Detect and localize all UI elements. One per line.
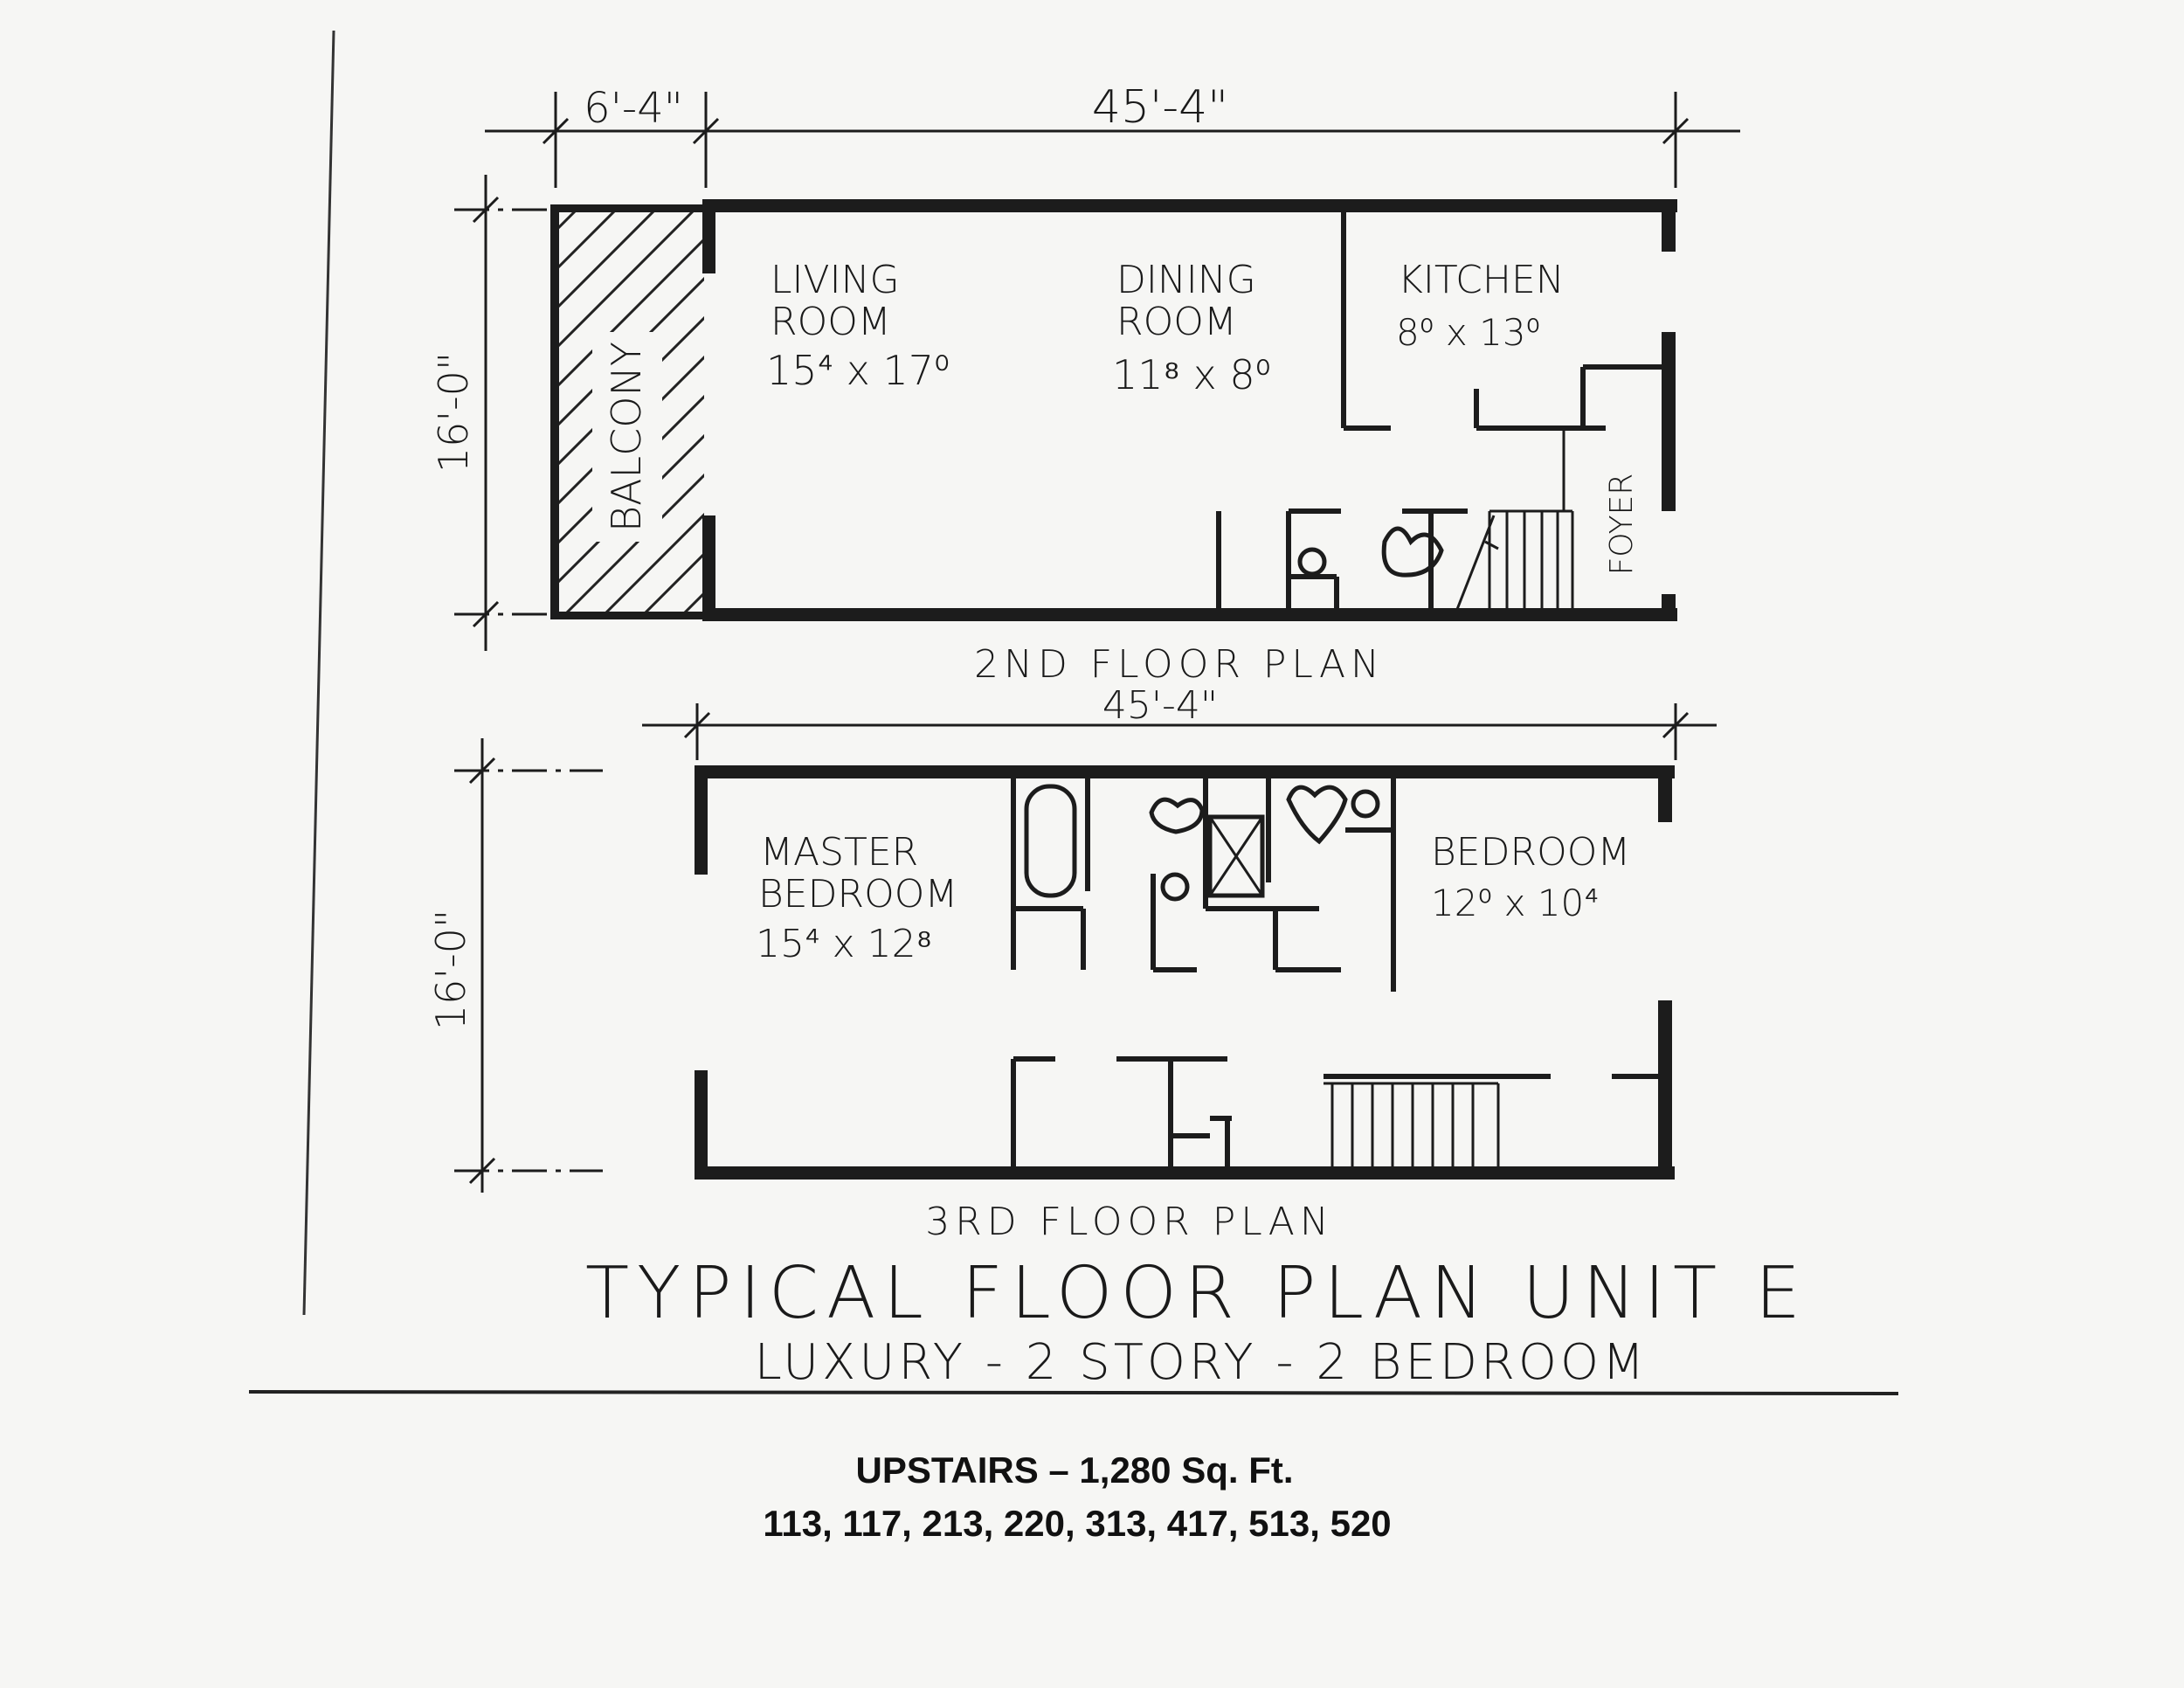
master-bedroom-size: 15⁴ x 12⁸ bbox=[756, 922, 932, 966]
second-floor-walls bbox=[702, 199, 1677, 621]
dining-room: DINING ROOM 11⁸ x 8⁰ bbox=[1112, 258, 1271, 398]
third-overall-width-dimension: 45'-4" bbox=[1102, 683, 1218, 728]
living-room-name: LIVING bbox=[771, 258, 900, 302]
bathroom-fixtures bbox=[1024, 784, 1380, 902]
dining-room-size: 11⁸ x 8⁰ bbox=[1112, 351, 1271, 398]
depth-dimension: 16'-0" bbox=[430, 352, 477, 473]
powder-room-fixtures bbox=[1297, 526, 1444, 578]
kitchen: KITCHEN 8⁰ x 13⁰ bbox=[1396, 258, 1565, 354]
third-floor-label: 3RD FLOOR PLAN bbox=[925, 1200, 1334, 1244]
second-floor-stairs bbox=[1453, 428, 1574, 617]
dining-room-name-2: ROOM bbox=[1116, 300, 1237, 344]
unit-numbers-text: 113, 117, 213, 220, 313, 417, 513, 520 bbox=[763, 1503, 1391, 1544]
second-floor-plan: 6'-4" 45'-4" 16'-0" bbox=[430, 81, 1740, 687]
balcony-label: BALCONY bbox=[603, 342, 650, 532]
drawing-subtitle: LUXURY - 2 STORY - 2 BEDROOM bbox=[755, 1334, 1648, 1391]
top-dimension-line bbox=[485, 92, 1740, 188]
master-bedroom: MASTER BEDROOM 15⁴ x 12⁸ bbox=[756, 830, 957, 966]
third-top-dimension-line bbox=[642, 703, 1717, 760]
bedroom-name: BEDROOM bbox=[1431, 830, 1630, 875]
master-bedroom-name-2: BEDROOM bbox=[758, 872, 957, 917]
balcony-area bbox=[550, 204, 708, 619]
kitchen-name: KITCHEN bbox=[1398, 258, 1565, 302]
depth-dimension-line bbox=[454, 175, 550, 651]
upstairs-area-text: UPSTAIRS – 1,280 Sq. Ft. bbox=[855, 1449, 1293, 1491]
foyer-label: FOYER bbox=[1604, 474, 1640, 576]
third-floor-walls bbox=[695, 765, 1675, 1180]
third-floor-plan: 45'-4" 16'-0" bbox=[427, 683, 1717, 1244]
third-depth-dimension-line bbox=[454, 738, 603, 1193]
living-room: LIVING ROOM 15⁴ x 17⁰ bbox=[766, 258, 950, 394]
dining-room-name: DINING bbox=[1116, 258, 1256, 302]
third-floor-stairs bbox=[1324, 1082, 1500, 1168]
margin-rule bbox=[302, 30, 335, 1316]
bedroom: BEDROOM 12⁰ x 10⁴ bbox=[1431, 830, 1630, 924]
master-bedroom-name: MASTER bbox=[760, 830, 918, 875]
drawing-title: TYPICAL FLOOR PLAN UNIT E bbox=[585, 1252, 1808, 1335]
overall-width-dimension: 45'-4" bbox=[1092, 81, 1228, 134]
living-room-name-2: ROOM bbox=[771, 300, 891, 344]
balcony-width-dimension: 6'-4" bbox=[584, 84, 683, 133]
kitchen-size: 8⁰ x 13⁰ bbox=[1396, 311, 1540, 354]
second-floor-label: 2ND FLOOR PLAN bbox=[974, 642, 1385, 687]
bedroom-size: 12⁰ x 10⁴ bbox=[1431, 882, 1599, 924]
third-depth-dimension: 16'-0" bbox=[427, 910, 474, 1030]
title-rule bbox=[248, 1390, 1899, 1395]
living-room-size: 15⁴ x 17⁰ bbox=[766, 347, 950, 394]
